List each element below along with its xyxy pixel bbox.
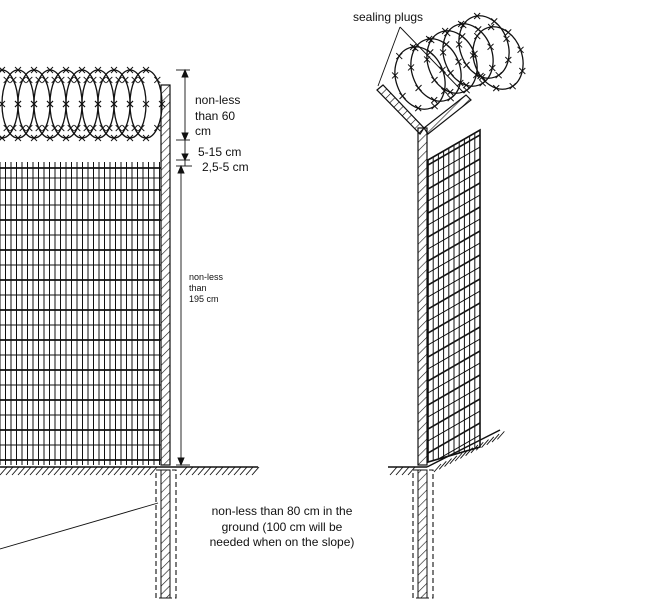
razor-wire-coil-side: [391, 12, 526, 112]
wire-height-label-line3: cm: [195, 124, 211, 138]
fence-post-side: [417, 127, 428, 466]
ground-line: [0, 466, 260, 476]
fence-post: [160, 84, 171, 466]
post-foundation-side: [412, 469, 434, 599]
fence-height-label-line2: than: [189, 283, 207, 293]
ground-slope: [388, 429, 505, 476]
mesh-panel: [0, 162, 161, 465]
wire-height-label-line2: than 60: [195, 109, 235, 123]
fence-height-label-line3: 195 cm: [189, 294, 219, 304]
front-view: non-less than 60 cm 5-15 cm 2,5-5 cm non…: [0, 66, 355, 599]
post-foundation: [155, 469, 177, 599]
gap-upper-label: 5-15 cm: [198, 145, 241, 159]
side-view: sealing plugs: [353, 10, 526, 599]
gap-lower-label: 2,5-5 cm: [202, 160, 249, 174]
razor-wire-coil: [0, 66, 166, 142]
ground-depth-label-line3: needed when on the slope): [210, 535, 355, 549]
fence-height-label-line1: non-less: [189, 272, 224, 282]
dimension-lines: [176, 68, 192, 467]
wire-height-label-line1: non-less: [195, 93, 240, 107]
ground-depth-label-line2: ground (100 cm will be: [222, 520, 343, 534]
sealing-plugs-leader: [377, 26, 465, 94]
mesh-panel-side: [427, 128, 481, 464]
leader-line: [0, 502, 159, 550]
ground-depth-label-line1: non-less than 80 cm in the: [212, 504, 353, 518]
sealing-plugs-label: sealing plugs: [353, 10, 423, 24]
